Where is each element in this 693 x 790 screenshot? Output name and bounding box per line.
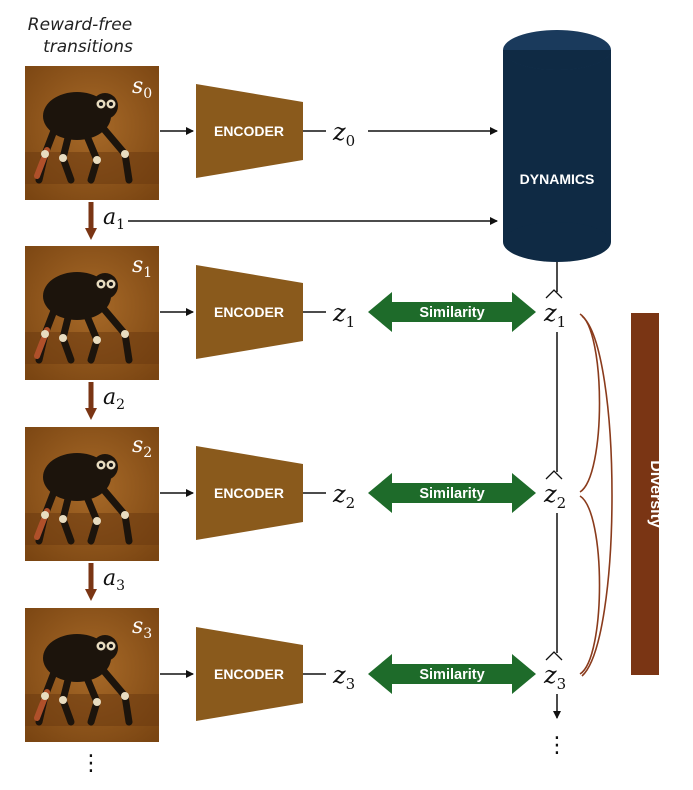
encoder-0: ENCODER [196,84,303,178]
dynamics-label: DYNAMICS [520,171,595,187]
caption-line-2: transitions [43,37,133,57]
latent-label-1: z1 [332,299,355,331]
state-label-2: s2 [132,433,152,461]
similarity-label-1: Similarity [419,305,484,321]
diversity-connectors [579,313,613,677]
similarity-arrow-2: Similarity [368,473,536,513]
encoder-1: ENCODER [196,265,303,359]
predicted-label-1: z1 [543,289,566,331]
latent-label-0: z0 [332,118,355,150]
state-frame-1: s1 [25,246,159,380]
diversity-bar: Diversity [631,313,664,675]
state-label-3: s3 [132,614,152,642]
similarity-arrow-1: Similarity [368,292,536,332]
diversity-label: Diversity [647,460,664,528]
svg-text:ENCODER: ENCODER [214,123,284,139]
svg-text:z2: z2 [543,480,566,512]
state-frame-0: s0 [25,66,159,200]
state-label-0: s0 [132,74,152,102]
encoder-3: ENCODER [196,627,303,721]
svg-text:z3: z3 [543,661,566,693]
ellipsis-left: ⋮ [80,751,102,776]
svg-text:ENCODER: ENCODER [214,666,284,682]
caption-line-1: Reward-free [28,15,132,35]
encoder-2: ENCODER [196,446,303,540]
state-frame-3: s3 [25,608,159,742]
svg-text:ENCODER: ENCODER [214,304,284,320]
action-label-2: a2 [103,385,125,413]
state-frame-2: s2 [25,427,159,561]
latent-label-3: z3 [332,661,355,693]
latent-label-2: z2 [332,480,355,512]
predicted-label-3: z3 [543,651,566,693]
action-label-1: a1 [103,205,125,233]
dynamics-block: DYNAMICS [503,30,611,262]
svg-text:ENCODER: ENCODER [214,485,284,501]
svg-text:z1: z1 [543,299,566,331]
similarity-label-3: Similarity [419,667,484,683]
state-label-1: s1 [132,253,152,281]
predicted-label-2: z2 [543,470,566,512]
ellipsis-right: ⋮ [546,733,568,758]
action-label-3: a3 [103,566,125,594]
similarity-arrow-3: Similarity [368,654,536,694]
similarity-label-2: Similarity [419,486,484,502]
